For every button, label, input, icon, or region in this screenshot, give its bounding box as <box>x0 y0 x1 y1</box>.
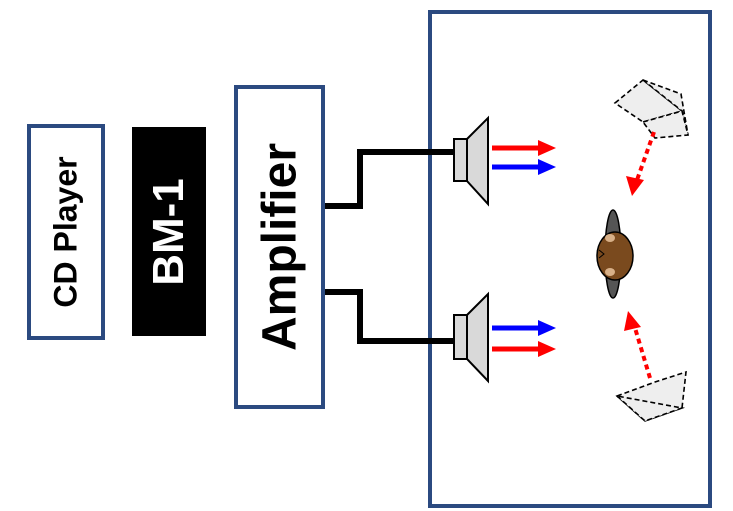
upper-dotted-arrow <box>626 131 656 196</box>
lower-speaker-icon <box>453 291 489 384</box>
lower-red-arrow <box>492 341 556 357</box>
upper-speaker-cable <box>325 149 456 209</box>
bm1-box: BM-1 <box>132 127 206 336</box>
cd-player-box: CD Player <box>27 124 105 340</box>
upper-virtual-speaker-icon <box>613 78 690 139</box>
amplifier-box: Amplifier <box>234 85 325 409</box>
lower-blue-arrow <box>492 320 556 336</box>
upper-speaker-icon <box>453 115 489 207</box>
listener-icon <box>596 209 634 299</box>
lower-dotted-arrow <box>624 311 652 379</box>
lower-speaker-cable <box>325 289 456 344</box>
lower-virtual-speaker-icon <box>614 370 687 422</box>
upper-blue-arrow <box>492 159 556 175</box>
upper-red-arrow <box>492 140 556 156</box>
